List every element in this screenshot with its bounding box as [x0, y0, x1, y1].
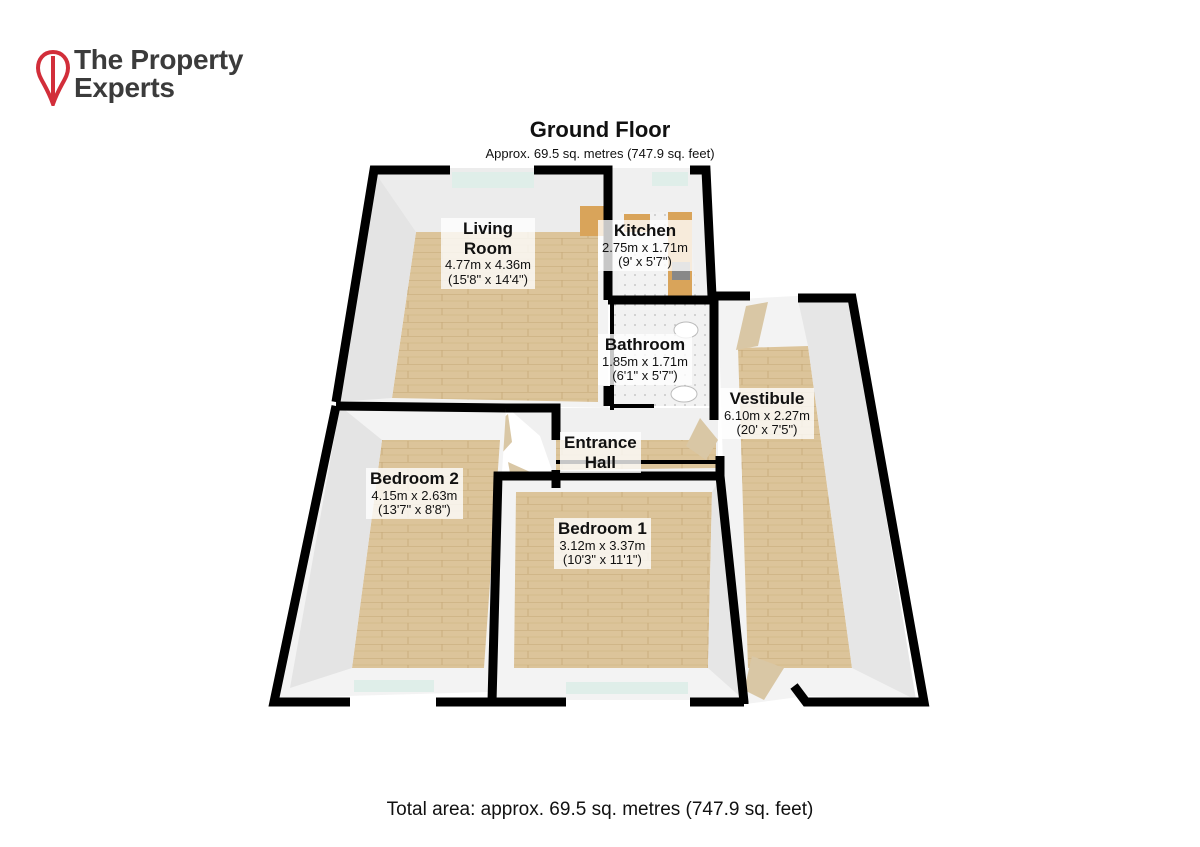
- brand-line2: Experts: [74, 72, 175, 103]
- bathroom-name: Bathroom: [604, 335, 686, 354]
- living-room-metric: 4.77m x 4.36m: [445, 257, 531, 273]
- brand-name: The Property Experts: [74, 46, 243, 102]
- vestibule-door: [736, 302, 768, 350]
- entrance-hall-name-1: Entrance: [564, 433, 637, 452]
- vestibule-imperial: (20' x 7'5"): [736, 422, 798, 438]
- kitchen-window: [652, 172, 688, 186]
- walls: [268, 165, 930, 707]
- bedroom2-metric: 4.15m x 2.63m: [371, 487, 458, 503]
- bedroom1-name: Bedroom 1: [558, 519, 647, 538]
- kitchen-name: Kitchen: [613, 221, 677, 240]
- bedroom2-name: Bedroom 2: [370, 469, 459, 488]
- kitchen-imperial: (9' x 5'7"): [618, 254, 672, 270]
- entrance-hall-label: Entrance Hall: [560, 432, 641, 474]
- bedroom1-metric: 3.12m x 3.37m: [559, 537, 646, 553]
- brand-logo: The Property Experts: [36, 46, 296, 106]
- vestibule-name: Vestibule: [729, 389, 805, 408]
- front-door: [744, 656, 784, 700]
- bedroom1-imperial: (10'3" x 11'1"): [562, 552, 642, 568]
- bedroom-1: [488, 472, 744, 700]
- vestibule-label: Vestibule 6.10m x 2.27m (20' x 7'5"): [720, 388, 814, 440]
- bathroom-label: Bathroom 1.85m x 1.71m (6'1" x 5'7"): [598, 334, 692, 386]
- bedroom1-window: [566, 682, 688, 694]
- brand-line1: The Property: [74, 44, 244, 75]
- living-room-label: Living Room 4.77m x 4.36m (15'8" x 14'4"…: [441, 218, 535, 289]
- living-window: [452, 172, 534, 188]
- bedroom2-imperial: (13'7" x 8'8"): [378, 502, 451, 518]
- kitchen-metric: 2.75m x 1.71m: [602, 239, 688, 255]
- hall-door-right: [686, 418, 718, 460]
- entrance-hall-name-2: Hall: [584, 452, 616, 472]
- total-area: Total area: approx. 69.5 sq. metres (747…: [386, 799, 814, 820]
- location-pin-icon: [36, 50, 70, 106]
- floor-title: Ground Floor: [529, 117, 671, 142]
- bedroom1-label: Bedroom 1 3.12m x 3.37m (10'3" x 11'1"): [554, 518, 651, 570]
- kitchen-label: Kitchen 2.75m x 1.71m (9' x 5'7"): [598, 220, 692, 272]
- bathroom-imperial: (6'1" x 5'7"): [612, 368, 678, 384]
- vestibule-metric: 6.10m x 2.27m: [724, 407, 810, 423]
- bedroom2-label: Bedroom 2 4.15m x 2.63m (13'7" x 8'8"): [366, 468, 463, 520]
- floor-area: Approx. 69.5 sq. metres (747.9 sq. feet): [485, 146, 715, 161]
- bathroom-metric: 1.85m x 1.71m: [602, 353, 688, 369]
- living-room-name-2: Room: [463, 238, 513, 258]
- living-room-name-1: Living: [462, 219, 514, 238]
- bedroom2-window: [354, 680, 434, 692]
- living-room-imperial: (15'8" x 14'4"): [448, 272, 528, 288]
